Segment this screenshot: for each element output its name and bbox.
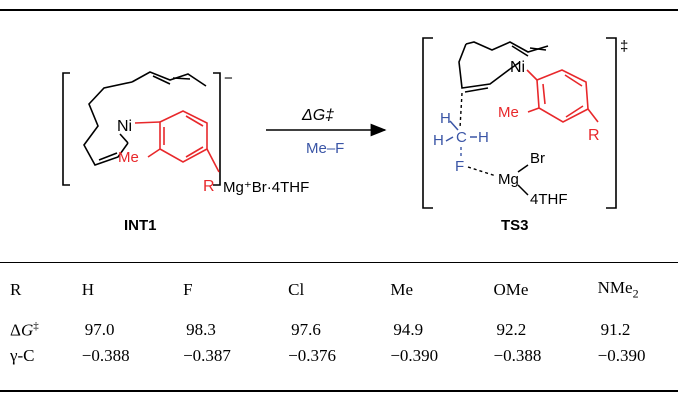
table-header-cell: NMe2 — [597, 278, 639, 301]
int1-counterion: Mg⁺Br·4THF — [223, 179, 309, 196]
arrow-top-label: ΔG‡ — [301, 107, 334, 124]
ts3-br: Br — [530, 150, 545, 167]
int1-right-bracket — [213, 72, 221, 186]
table-row: ΔG‡ 97.0 98.3 97.6 94.9 92.2 91.2 — [10, 317, 678, 343]
row-label-dg: ΔG‡ — [10, 319, 39, 340]
table-cell: −0.387 — [183, 346, 231, 365]
ts3-thf: 4THF — [530, 191, 568, 208]
int1-chain — [131, 71, 207, 87]
table-cell: 98.3 — [186, 320, 216, 339]
table-cell: −0.388 — [493, 346, 542, 365]
int1-me: Me — [118, 149, 139, 166]
ts3-dagger: ‡ — [620, 38, 628, 55]
ts3-ni: Ni — [510, 59, 525, 76]
ts3-r: R — [588, 127, 600, 144]
table-cell: 91.2 — [600, 320, 631, 339]
ts3-me: Me — [498, 104, 519, 121]
int1-r: R — [203, 178, 215, 195]
table-header-cell: Me — [390, 280, 414, 299]
ts3-h-right: H — [478, 129, 489, 146]
table-cell: −0.376 — [288, 346, 336, 365]
table-cell: 97.0 — [84, 320, 115, 339]
middle-rule — [0, 262, 678, 263]
table-header-cell: H — [81, 280, 95, 299]
ts3-structure: ‡ Ni Me R H H C H — [422, 37, 628, 234]
arrow-bottom-label: Me–F — [306, 140, 344, 157]
int1-left-bracket — [62, 72, 70, 186]
table-cell: −0.390 — [390, 346, 439, 365]
ts3-h-left: H — [433, 132, 444, 149]
table-cell: −0.388 — [81, 346, 130, 365]
ts3-f-mg-dash — [467, 166, 497, 177]
table-cell: 94.9 — [393, 320, 424, 339]
reaction-scheme: − Ni Me R Mg⁺Br·4THF INT1 ΔG‡ Me–F — [62, 37, 628, 234]
reaction-arrow-group: ΔG‡ Me–F — [266, 107, 387, 157]
table-row: γ-C −0.388 −0.387 −0.376 −0.390 −0.388 −… — [10, 343, 678, 369]
table-header-row: R H F Cl Me OMe NMe2 — [10, 277, 678, 303]
table-cell: 97.6 — [291, 320, 321, 339]
table-header-cell: Cl — [288, 280, 305, 299]
table-cell: 92.2 — [496, 320, 527, 339]
int1-structure: − Ni Me R Mg⁺Br·4THF INT1 — [62, 70, 309, 234]
table-cell: −0.390 — [597, 346, 646, 365]
bottom-rule — [0, 390, 678, 392]
row-label-gamma: γ-C — [10, 346, 35, 365]
top-rule — [0, 9, 678, 11]
ts3-right-bracket — [606, 37, 617, 209]
ts3-left-bracket — [422, 37, 433, 209]
ts3-c: C — [456, 129, 467, 146]
ts3-label: TS3 — [501, 217, 529, 234]
ts3-h-top: H — [440, 110, 451, 127]
ts3-ni-c-dash — [459, 92, 463, 129]
table-header-cell: F — [183, 280, 193, 299]
substituent-table: R H F Cl Me OMe NMe2 ΔG‡ 97.0 98.3 97.6 … — [10, 277, 678, 369]
ts3-f: F — [455, 158, 464, 175]
ts3-mg: Mg — [498, 171, 519, 188]
table-header-cell: R — [10, 280, 22, 299]
int1-label: INT1 — [124, 217, 157, 234]
table-header-cell: OMe — [493, 280, 529, 299]
int1-charge: − — [224, 70, 233, 87]
int1-ni: Ni — [117, 118, 132, 135]
